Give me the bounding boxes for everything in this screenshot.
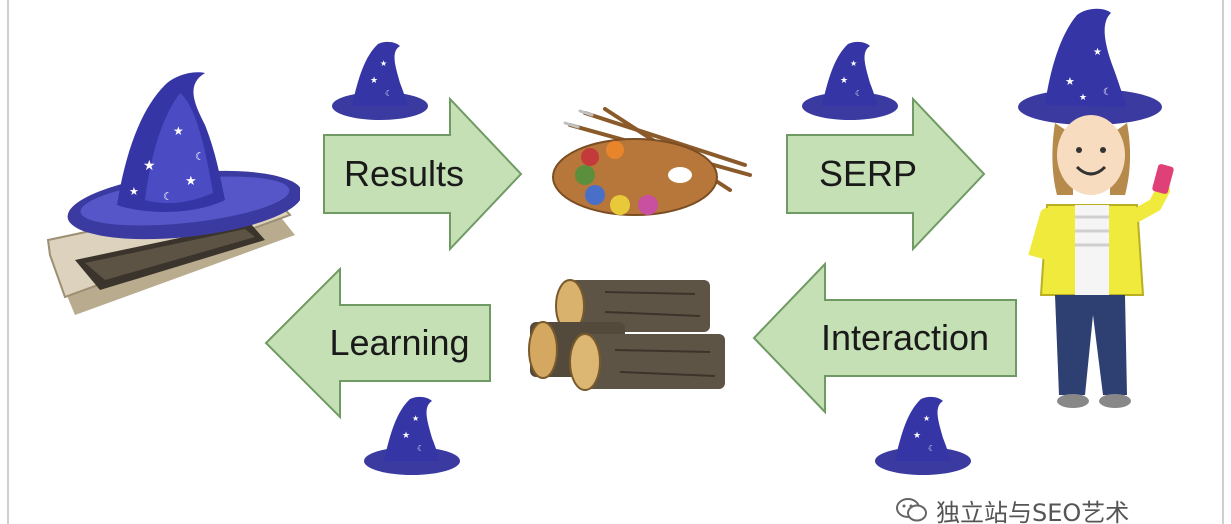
svg-text:★: ★ (370, 75, 378, 85)
frame-border-left (7, 0, 9, 524)
learning-arrow: Learning (262, 265, 494, 421)
svg-text:★: ★ (850, 59, 857, 68)
svg-text:★: ★ (923, 414, 930, 423)
frame-border-right (1222, 0, 1224, 524)
svg-text:☾: ☾ (417, 444, 424, 453)
interaction-arrow-label: Interaction (820, 317, 990, 358)
small-wizard-hat-icon-3: ★ ☾ ★ (364, 396, 460, 475)
svg-text:★: ★ (913, 430, 921, 440)
serp-arrow: SERP (783, 95, 988, 253)
interaction-arrow: Interaction (750, 260, 1020, 416)
person-with-wizard-hat-illustration: ★ ★ ☾ ★ (1018, 8, 1174, 408)
svg-text:★: ★ (1079, 92, 1087, 102)
watermark-text: 独立站与SEO艺术 (936, 498, 1130, 524)
person-wizard-hat-icon: ★ ★ ☾ ★ (1018, 8, 1162, 125)
svg-text:☾: ☾ (163, 191, 173, 203)
wechat-icon (896, 498, 927, 522)
svg-text:★: ★ (840, 75, 848, 85)
svg-text:★: ★ (129, 186, 139, 198)
results-arrow-label: Results (343, 153, 465, 194)
svg-text:★: ★ (173, 124, 184, 138)
paint-palette-icon (552, 107, 752, 216)
watermark: 独立站与SEO艺术 (896, 496, 1129, 524)
svg-text:★: ★ (412, 414, 419, 423)
results-arrow: Results (320, 95, 525, 253)
svg-text:☾: ☾ (1103, 87, 1112, 98)
svg-text:★: ★ (143, 157, 156, 173)
svg-text:★: ★ (402, 430, 410, 440)
svg-text:★: ★ (1065, 76, 1075, 88)
small-wizard-hat-icon-2: ★ ☾ ★ (802, 41, 898, 120)
computer-with-wizard-hat-illustration: ★ ★ ★ ☾ ☾ ★ (46, 72, 300, 315)
svg-text:☾: ☾ (928, 444, 935, 453)
serp-arrow-label: SERP (818, 153, 918, 194)
svg-text:☾: ☾ (195, 151, 205, 163)
small-wizard-hat-icon-1: ★ ☾ ★ (332, 41, 428, 120)
large-wizard-hat-icon: ★ ★ ★ ☾ ☾ ★ (67, 72, 300, 240)
learning-arrow-label: Learning (329, 322, 470, 363)
svg-text:☾: ☾ (855, 89, 862, 98)
svg-text:☾: ☾ (385, 89, 392, 98)
wood-logs-icon (528, 279, 725, 391)
small-wizard-hat-icon-4: ★ ☾ ★ (875, 396, 971, 475)
svg-text:★: ★ (185, 173, 197, 188)
svg-text:★: ★ (1093, 47, 1102, 58)
svg-text:★: ★ (380, 59, 387, 68)
